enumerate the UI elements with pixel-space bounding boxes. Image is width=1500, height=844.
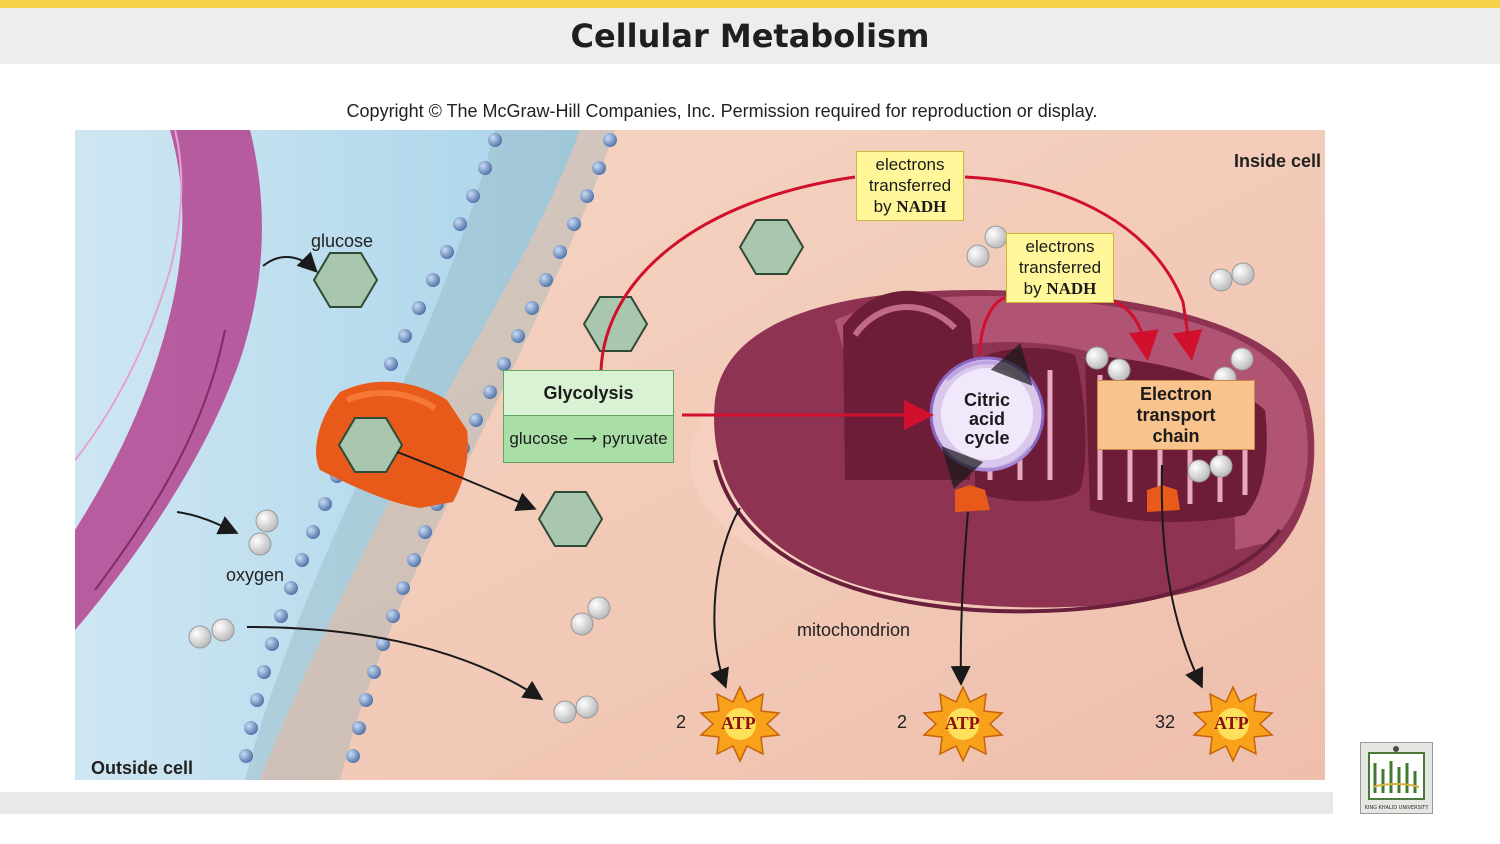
logo-text: KING KHALID UNIVERSITY bbox=[1364, 805, 1429, 811]
etc-line-1: Electron bbox=[1139, 383, 1212, 404]
nadh-callout-citric: electrons transferred by NADH bbox=[1006, 233, 1114, 303]
metabolism-diagram: glucose oxygen Outside cell Inside cell … bbox=[75, 130, 1325, 780]
cac-line-3: cycle bbox=[964, 427, 1010, 448]
atp-label-glycolysis: ATP bbox=[721, 713, 756, 733]
glycolysis-reactant: glucose bbox=[509, 429, 569, 448]
citric-acid-cycle-label: Citric acid cycle bbox=[932, 374, 1042, 464]
atp-count-etc: 32 bbox=[1155, 712, 1176, 732]
logo-emblem bbox=[1368, 746, 1425, 800]
nadh-callout-glycolysis: electrons transferred by NADH bbox=[856, 151, 964, 221]
electron-transport-chain-box: Electron transport chain bbox=[1097, 380, 1255, 450]
glycolysis-product: pyruvate bbox=[602, 429, 668, 448]
callout-line: transferred bbox=[1018, 258, 1102, 277]
cac-line-2: acid bbox=[968, 408, 1005, 429]
inside-cell-label: Inside cell bbox=[1234, 151, 1322, 171]
callout-line: by bbox=[873, 197, 892, 216]
university-logo: KING KHALID UNIVERSITY bbox=[1360, 742, 1433, 814]
glycolysis-box: Glycolysis glucose ⟶ pyruvate bbox=[503, 370, 674, 463]
atp-label-citric: ATP bbox=[945, 713, 980, 733]
atp-count-citric: 2 bbox=[897, 712, 908, 732]
etc-line-2: transport bbox=[1136, 404, 1216, 425]
footer-bar bbox=[0, 792, 1333, 814]
outside-cell-label: Outside cell bbox=[91, 758, 194, 778]
oxygen-label: oxygen bbox=[226, 565, 285, 585]
mitochondrion-label: mitochondrion bbox=[797, 620, 911, 640]
callout-line: electrons bbox=[1025, 237, 1095, 256]
copyright-notice: Copyright © The McGraw-Hill Companies, I… bbox=[346, 101, 1098, 121]
callout-line: electrons bbox=[875, 155, 945, 174]
callout-line: transferred bbox=[868, 176, 952, 195]
cac-line-1: Citric bbox=[963, 389, 1010, 410]
slide-title: Cellular Metabolism bbox=[570, 17, 930, 55]
atp-label-etc: ATP bbox=[1214, 713, 1249, 733]
title-bar: Cellular Metabolism bbox=[0, 8, 1500, 64]
diagram-artwork bbox=[75, 130, 1325, 780]
callout-carrier: NADH bbox=[896, 197, 947, 216]
atp-count-glycolysis: 2 bbox=[676, 712, 687, 732]
glucose-label: glucose bbox=[311, 231, 374, 251]
callout-carrier: NADH bbox=[1046, 279, 1097, 298]
arrow-right-icon: ⟶ bbox=[573, 429, 598, 448]
glycolysis-title: Glycolysis bbox=[504, 371, 673, 416]
etc-line-3: chain bbox=[1152, 425, 1200, 446]
callout-line: by bbox=[1023, 279, 1042, 298]
accent-bar bbox=[0, 0, 1500, 8]
glycolysis-equation: glucose ⟶ pyruvate bbox=[504, 416, 673, 462]
